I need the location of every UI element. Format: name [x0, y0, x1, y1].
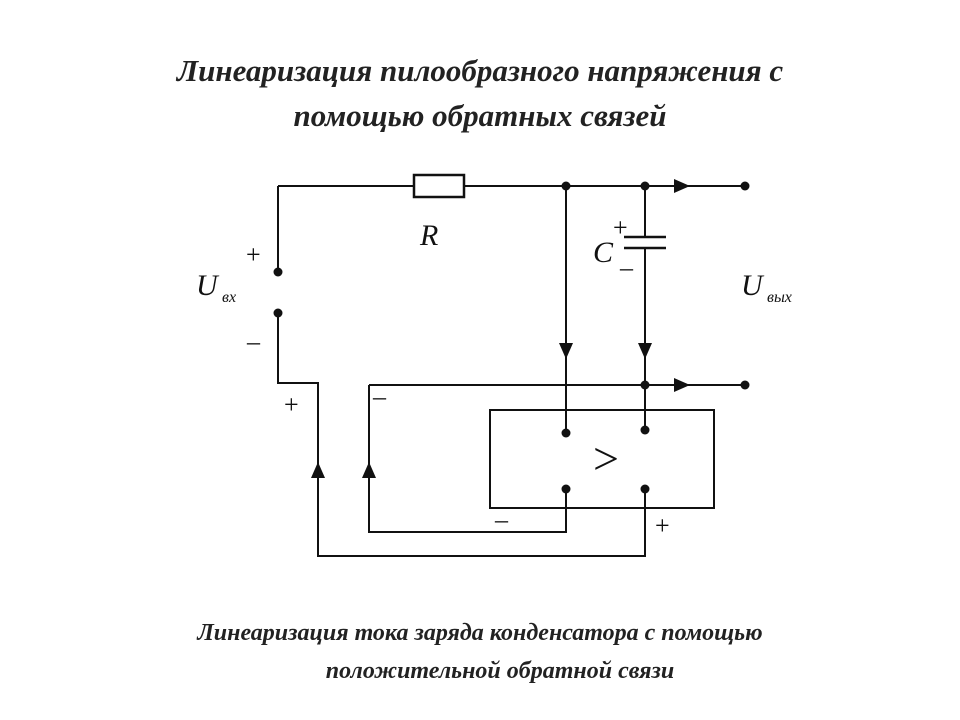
wire-input-bottom — [277, 313, 646, 557]
node-top-left — [561, 181, 571, 191]
amp-terminal-bottom-right — [640, 484, 650, 494]
arrow-down-right — [638, 343, 652, 359]
amp-terminal-top-right — [640, 425, 650, 435]
capacitor-label: C — [593, 236, 614, 269]
resistor-label: R — [419, 219, 438, 252]
output-voltage-label: U — [741, 269, 765, 302]
input-voltage-subscript: вх — [222, 289, 236, 306]
feedback-plus-sign: + — [284, 390, 299, 419]
slide-caption: Линеаризация тока заряда конденсатора с … — [0, 614, 960, 690]
terminal-input-minus — [273, 308, 283, 318]
title-line-1: Линеаризация пилообразного напряжения с — [176, 53, 784, 88]
node-top-right — [640, 181, 650, 191]
terminal-output-bottom — [740, 380, 750, 390]
amp-terminal-top-left — [561, 428, 571, 438]
comparator-symbol: > — [593, 433, 619, 484]
terminal-input-plus — [273, 267, 283, 277]
feedback-minus-sign: – — [372, 382, 387, 411]
amp-terminal-bottom-left — [561, 484, 571, 494]
caption-line-1: Линеаризация тока заряда конденсатора с … — [197, 620, 763, 646]
arrow-down-left — [559, 343, 573, 359]
terminal-output-top — [740, 181, 750, 191]
caption-line-2: положительной обратной связи — [325, 658, 675, 684]
resistor — [412, 173, 466, 199]
arrow-up-feedback-positive — [311, 462, 325, 478]
amp-plus-sign: + — [655, 511, 670, 540]
wire-feedback-negative — [368, 385, 567, 533]
arrow-output-top — [674, 179, 690, 193]
amplifier-box — [489, 409, 715, 509]
slide-title: Линеаризация пилообразного напряжения с … — [0, 48, 960, 138]
amp-minus-sign: – — [494, 505, 509, 534]
arrow-up-feedback-negative — [362, 462, 376, 478]
output-voltage-subscript: вых — [767, 289, 792, 306]
arrow-output-bottom — [674, 378, 690, 392]
input-voltage-label: U — [196, 269, 220, 302]
input-plus-sign: + — [246, 240, 261, 269]
wire-input-top — [277, 185, 745, 272]
title-line-2: помощью обратных связей — [293, 98, 667, 133]
input-minus-sign: – — [246, 327, 261, 356]
capacitor-minus-sign: – — [619, 253, 634, 282]
node-bottom-rail — [640, 380, 650, 390]
capacitor-plus-sign: + — [613, 213, 628, 242]
